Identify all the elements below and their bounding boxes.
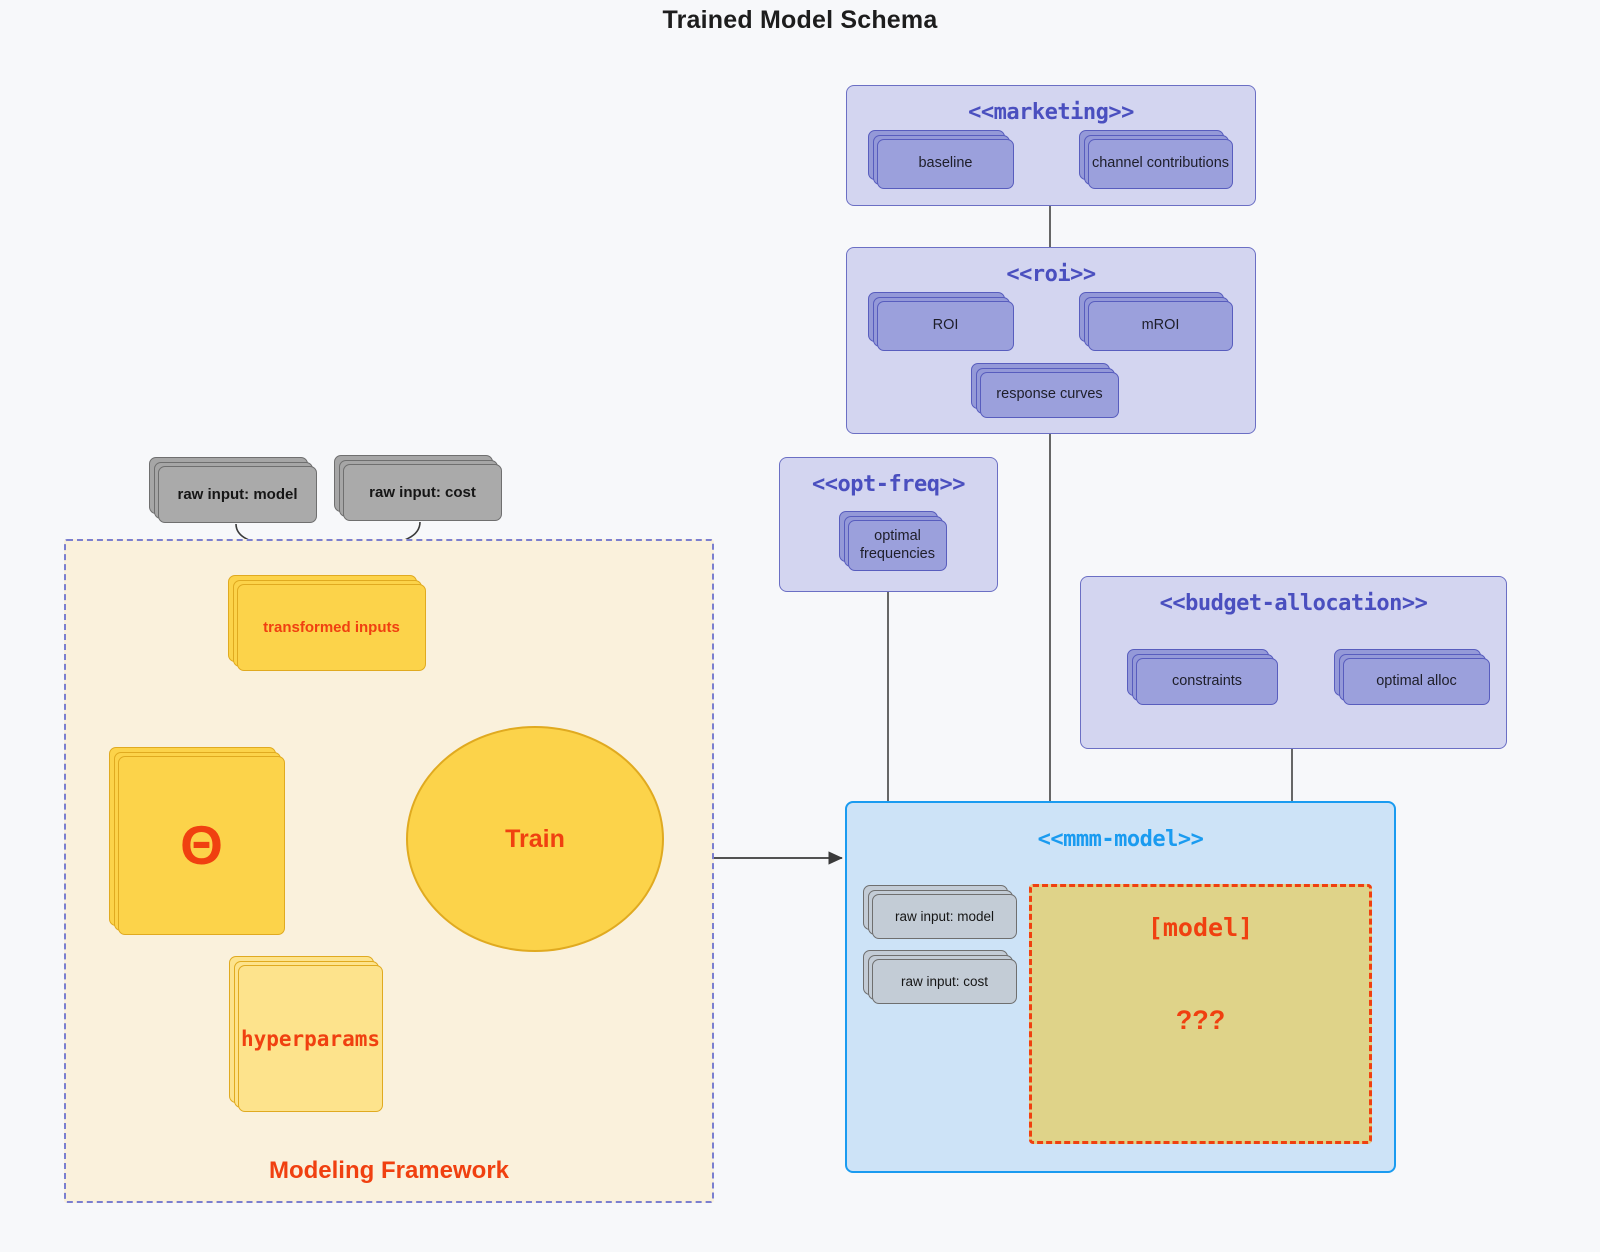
node-label: transformed inputs — [263, 619, 400, 636]
node-theta[interactable]: Θ — [109, 747, 285, 935]
node-baseline[interactable]: baseline — [868, 130, 1014, 189]
node-front: Θ — [118, 756, 285, 935]
node-label: raw input: cost — [343, 464, 502, 521]
node-constraints[interactable]: constraints — [1127, 649, 1278, 705]
node-response-curves[interactable]: response curves — [971, 363, 1119, 418]
package-mmm-model[interactable]: <<mmm-model>> raw input: model raw input… — [845, 801, 1396, 1173]
model-unknown-label: ??? — [1175, 1005, 1226, 1035]
node-optimal-frequencies[interactable]: optimal frequencies — [839, 511, 947, 571]
node-label: channel contributions — [1088, 139, 1233, 189]
package-roi[interactable]: <<roi>> ROI mROI response curves — [846, 247, 1256, 434]
node-label: mROI — [1088, 301, 1233, 351]
node-mmm-raw-input-model[interactable]: raw input: model — [863, 885, 1017, 939]
model-label: [model] — [1147, 913, 1254, 942]
node-mroi[interactable]: mROI — [1079, 292, 1233, 351]
node-channel-contributions[interactable]: channel contributions — [1079, 130, 1233, 189]
node-label: raw input: cost — [872, 959, 1017, 1004]
node-label: hyperparams — [240, 1026, 381, 1051]
package-mmm-model-title: <<mmm-model>> — [1037, 827, 1204, 852]
train-activity[interactable]: Train — [406, 726, 664, 952]
package-budget-allocation[interactable]: <<budget-allocation>> constraints optima… — [1080, 576, 1507, 749]
node-hyperparams[interactable]: hyperparams — [229, 956, 383, 1112]
package-opt-freq[interactable]: <<opt-freq>> optimal frequencies — [779, 457, 998, 592]
node-raw-input-model[interactable]: raw input: model — [149, 457, 317, 523]
node-roi[interactable]: ROI — [868, 292, 1014, 351]
node-label: ROI — [877, 301, 1014, 351]
package-opt-freq-title: <<opt-freq>> — [812, 472, 965, 497]
page-title: Trained Model Schema — [662, 6, 938, 34]
package-marketing[interactable]: <<marketing>> baseline channel contribut… — [846, 85, 1256, 206]
node-label: optimal alloc — [1343, 658, 1490, 705]
node-optimal-alloc[interactable]: optimal alloc — [1334, 649, 1490, 705]
node-front: transformed inputs — [237, 584, 426, 671]
node-label: baseline — [877, 139, 1014, 189]
node-label: raw input: model — [158, 466, 317, 523]
package-roi-title: <<roi>> — [1006, 262, 1096, 287]
model-placeholder-region[interactable]: [model] ??? — [1029, 884, 1372, 1144]
node-label: response curves — [980, 372, 1119, 418]
node-transformed-inputs[interactable]: transformed inputs — [228, 575, 426, 671]
modeling-framework-label: Modeling Framework — [268, 1157, 510, 1184]
theta-symbol: Θ — [180, 814, 223, 876]
package-marketing-title: <<marketing>> — [968, 100, 1134, 125]
node-front: hyperparams — [238, 965, 383, 1112]
node-label: constraints — [1136, 658, 1278, 705]
node-mmm-raw-input-cost[interactable]: raw input: cost — [863, 950, 1017, 1004]
package-budget-allocation-title: <<budget-allocation>> — [1159, 591, 1428, 616]
node-label: raw input: model — [872, 894, 1017, 939]
node-raw-input-cost[interactable]: raw input: cost — [334, 455, 502, 521]
node-label: optimal frequencies — [848, 520, 947, 571]
